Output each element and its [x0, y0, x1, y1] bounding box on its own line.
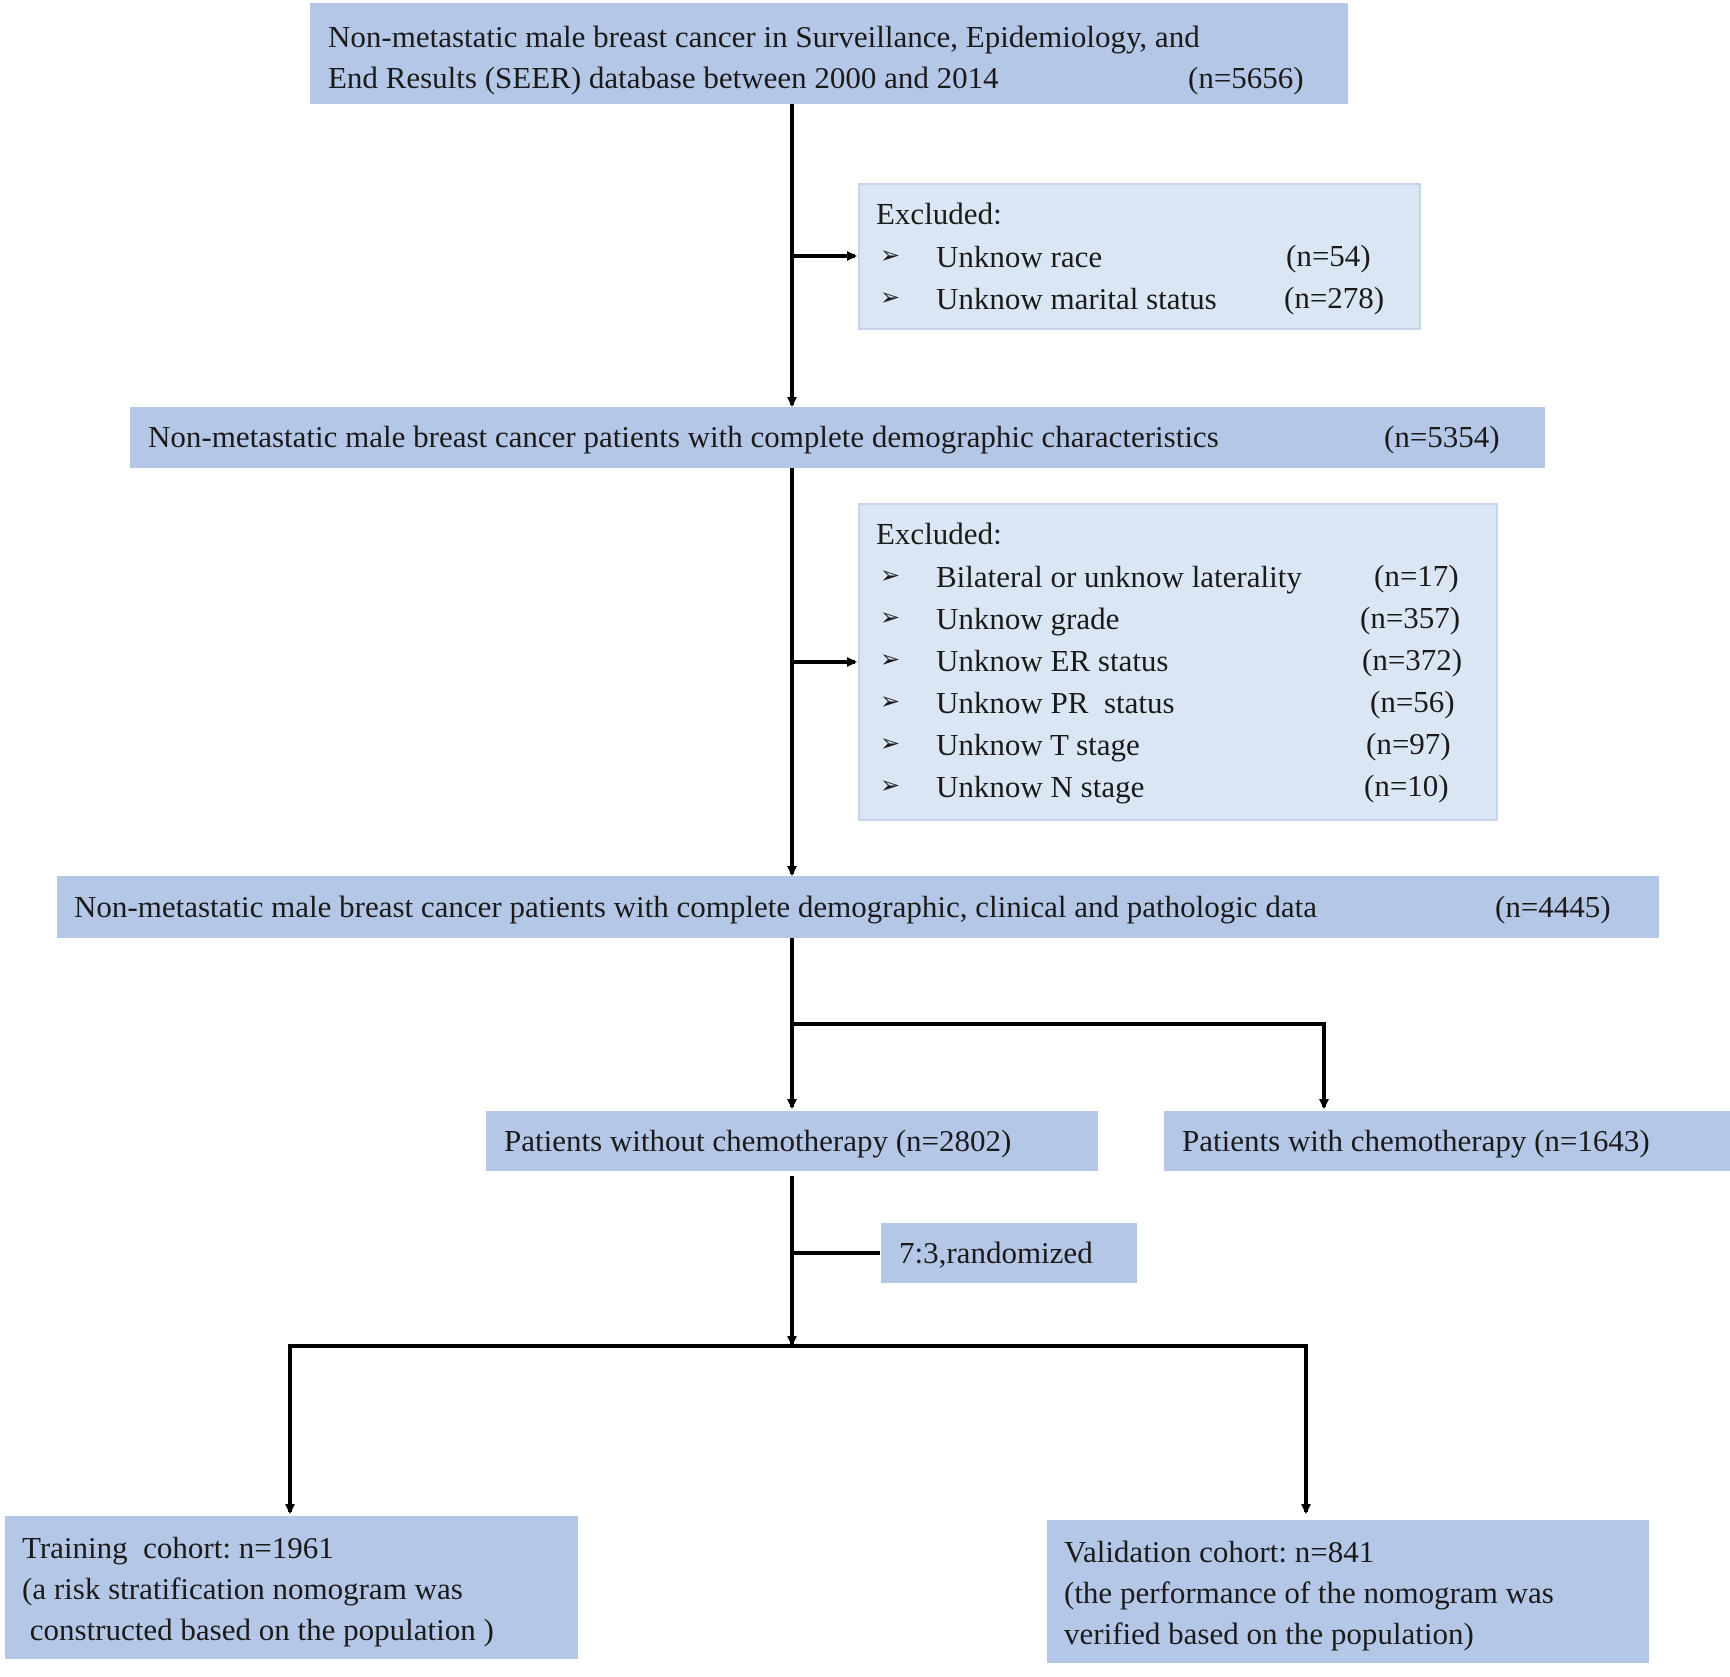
exclusion-2-item-label: Bilateral or unknow laterality: [936, 558, 1302, 594]
exclusion-2-item-label: Unknow N stage: [936, 768, 1145, 804]
exclusion-box-2: Excluded: ➢ Bilateral or unknow laterali…: [858, 503, 1498, 821]
exclusion-1-item-count: (n=278): [1284, 280, 1385, 315]
seer-cohort-line-2: End Results (SEER) database between 2000…: [328, 60, 999, 95]
split-label-text: 7:3,randomized: [899, 1235, 1093, 1270]
exclusion-1-item-label: Unknow marital status: [936, 280, 1217, 316]
exclusion-2-item-count: (n=10): [1364, 768, 1449, 803]
demographic-complete-count: (n=5354): [1384, 419, 1500, 454]
demographic-complete-box: Non-metastatic male breast cancer patien…: [130, 407, 1545, 468]
training-cohort-line-2: (a risk stratification nomogram was: [22, 1571, 463, 1606]
validation-cohort-line-2: (the performance of the nomogram was: [1064, 1575, 1554, 1610]
arrow-bullet-icon: ➢: [880, 562, 901, 589]
chemo-box: Patients with chemotherapy (n=1643): [1164, 1111, 1730, 1171]
exclusion-2-item: ➢ Unknow PR status: [876, 681, 1496, 723]
exclusion-2-item: ➢ Unknow N stage: [876, 765, 1496, 807]
exclusion-1-item-label: Unknow race: [936, 238, 1103, 274]
training-cohort-line-3: constructed based on the population ): [22, 1612, 494, 1647]
exclusion-2-item-label: Unknow PR status: [936, 684, 1175, 720]
exclusion-2-item-count: (n=357): [1360, 600, 1461, 635]
exclusion-1-item-count: (n=54): [1286, 238, 1371, 273]
arrow-bullet-icon: ➢: [880, 284, 901, 311]
exclusion-1-item: ➢ Unknow race: [876, 235, 1419, 277]
arrow-bullet-icon: ➢: [880, 646, 901, 673]
arrow-bullet-icon: ➢: [880, 604, 901, 631]
connector-full-to-chemo: [792, 1022, 1329, 1109]
split-label-box: 7:3,randomized: [881, 1223, 1137, 1283]
seer-cohort-line-1: Non-metastatic male breast cancer in Sur…: [328, 19, 1200, 54]
training-cohort-box: Training cohort: n=1961 (a risk stratifi…: [5, 1516, 578, 1659]
validation-cohort-box: Validation cohort: n=841 (the performanc…: [1047, 1520, 1649, 1663]
exclusion-2-item: ➢ Unknow T stage: [876, 723, 1496, 765]
exclusion-2-item-count: (n=97): [1366, 726, 1451, 761]
arrow-bullet-icon: ➢: [880, 730, 901, 757]
exclusion-2-item-label: Unknow ER status: [936, 642, 1169, 678]
arrow-bullet-icon: ➢: [880, 242, 901, 269]
full-data-text: Non-metastatic male breast cancer patien…: [74, 889, 1317, 924]
demographic-complete-text: Non-metastatic male breast cancer patien…: [148, 419, 1219, 454]
arrow-bullet-icon: ➢: [880, 772, 901, 799]
no-chemo-box: Patients without chemotherapy (n=2802): [486, 1111, 1098, 1171]
exclusion-2-item: ➢ Unknow grade: [876, 597, 1496, 639]
training-cohort-line-1: Training cohort: n=1961: [22, 1530, 334, 1565]
validation-cohort-line-1: Validation cohort: n=841: [1064, 1534, 1375, 1569]
exclusion-2-item-count: (n=56): [1370, 684, 1455, 719]
seer-cohort-box: Non-metastatic male breast cancer in Sur…: [310, 3, 1348, 104]
chemo-text: Patients with chemotherapy (n=1643): [1182, 1123, 1650, 1158]
validation-cohort-line-3: verified based on the population): [1064, 1616, 1474, 1651]
seer-cohort-count: (n=5656): [1188, 60, 1304, 95]
exclusion-2-item-count: (n=17): [1374, 558, 1459, 593]
exclusion-1-heading: Excluded:: [876, 196, 1002, 231]
full-data-count: (n=4445): [1495, 889, 1611, 924]
exclusion-2-item: ➢ Unknow ER status: [876, 639, 1496, 681]
exclusion-2-item: ➢ Bilateral or unknow laterality: [876, 555, 1496, 597]
exclusion-box-1: Excluded: ➢ Unknow race ➢ Unknow marital…: [858, 183, 1421, 330]
no-chemo-text: Patients without chemotherapy (n=2802): [504, 1123, 1012, 1158]
arrow-bullet-icon: ➢: [880, 688, 901, 715]
exclusion-2-item-label: Unknow T stage: [936, 726, 1140, 762]
exclusion-2-item-label: Unknow grade: [936, 600, 1120, 636]
full-data-box: Non-metastatic male breast cancer patien…: [57, 876, 1659, 938]
exclusion-1-item: ➢ Unknow marital status: [876, 277, 1419, 319]
exclusion-2-item-count: (n=372): [1362, 642, 1463, 677]
exclusion-2-heading: Excluded:: [876, 516, 1002, 551]
